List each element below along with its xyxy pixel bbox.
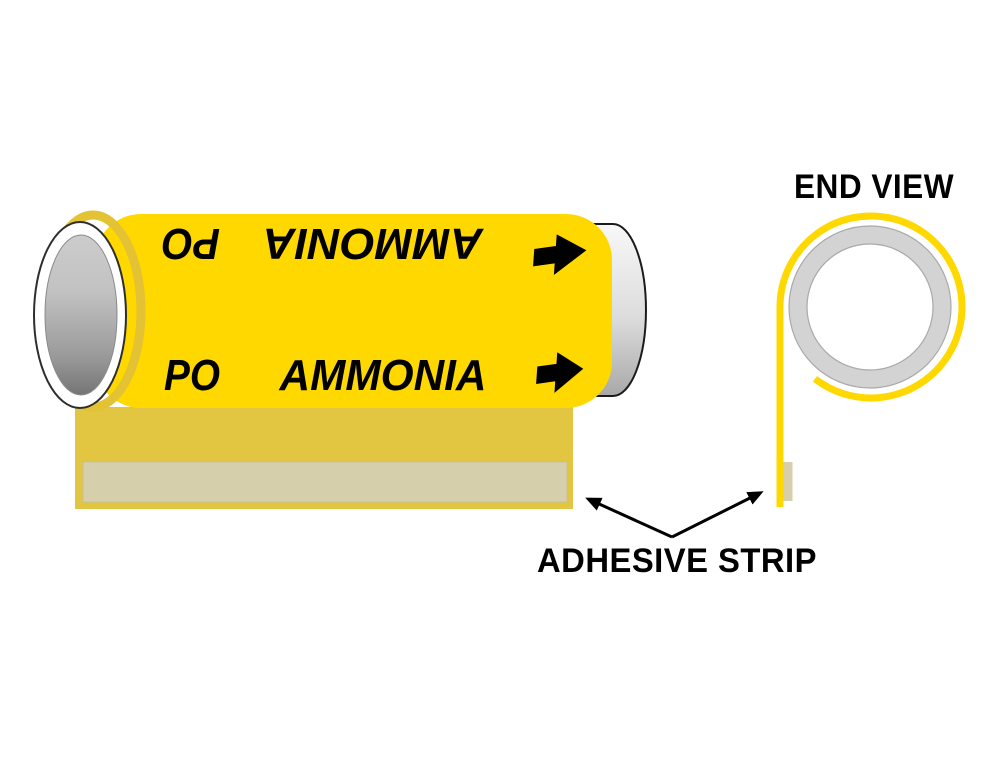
legend-name-bottom: AMMONIA xyxy=(279,351,487,400)
legend-name-top: AMMONIA xyxy=(263,219,484,268)
end-view-pipe-ring xyxy=(789,226,951,388)
pipe-bore xyxy=(44,234,118,396)
end-view-title: END VIEW xyxy=(794,168,954,206)
adhesive-strip xyxy=(82,461,568,503)
callout-arrow-right xyxy=(671,491,764,539)
legend-prefix-bottom: PO xyxy=(164,351,220,400)
callout-arrow-left xyxy=(585,497,673,539)
legend-prefix-top: PO xyxy=(162,219,220,268)
callout-label: ADHESIVE STRIP xyxy=(537,542,817,580)
flow-arrow-icon-bottom xyxy=(536,352,584,393)
end-view-adhesive-strip xyxy=(783,462,793,501)
end-view-pipe-ring-outline-inner xyxy=(806,243,934,371)
flow-arrow-icon-top xyxy=(533,234,587,276)
end-view-coil xyxy=(776,212,966,507)
end-view-pipe-ring-outline-outer xyxy=(788,225,952,389)
wrapped-marker-label xyxy=(95,214,612,408)
